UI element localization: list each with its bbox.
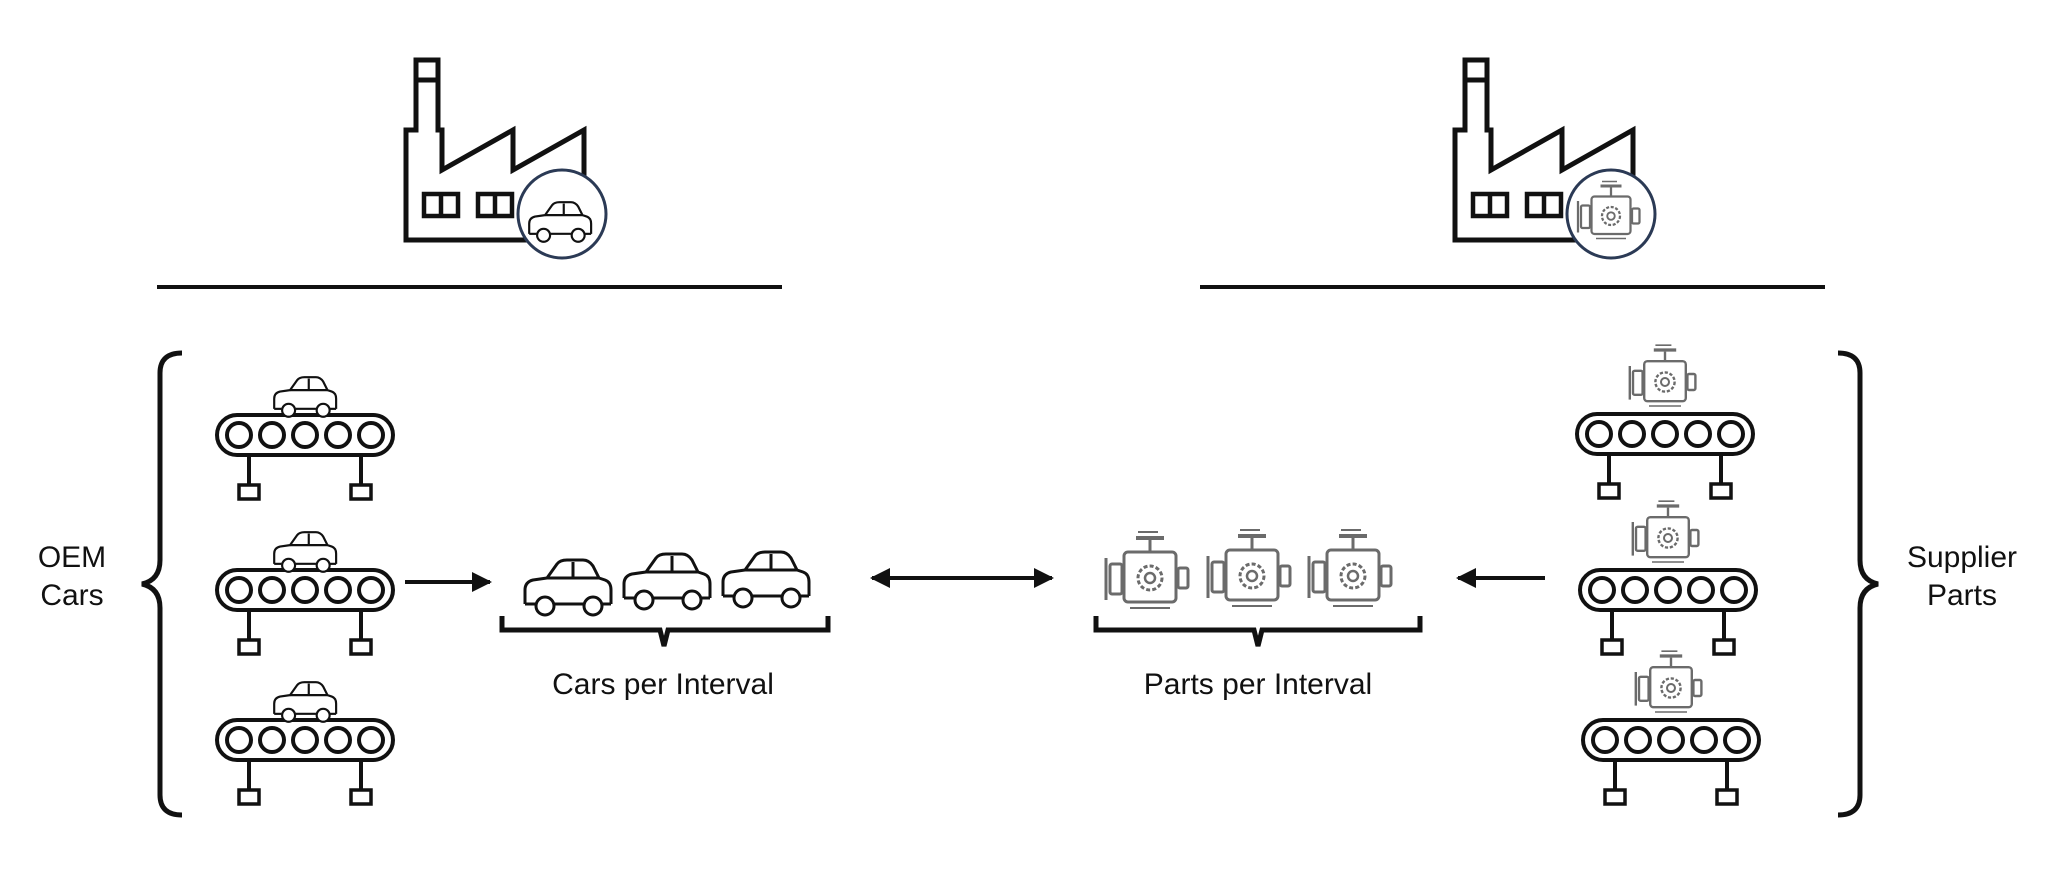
- car-icon: [622, 552, 712, 611]
- supplier-label-line2: Parts: [1927, 579, 1997, 612]
- oem-label-line2: Cars: [40, 579, 103, 612]
- cars-group: [523, 550, 811, 617]
- engine-icon: [1628, 343, 1698, 408]
- engine-icon: [1307, 528, 1393, 608]
- supplier-conveyor-2: [1578, 499, 1758, 656]
- car-icon: [273, 681, 338, 723]
- supplier-factory-icon: [1455, 60, 1657, 260]
- supplier-conveyor-1: [1575, 343, 1755, 500]
- oem-factory-icon: [406, 60, 608, 260]
- supplier-conveyor-3: [1581, 649, 1761, 806]
- parts-bracket: [1093, 616, 1423, 647]
- engine-icon: [1634, 649, 1704, 714]
- car-icon: [273, 531, 338, 573]
- parts-per-interval-label: Parts per Interval: [1144, 668, 1372, 701]
- supplier-label-line1: Supplier: [1907, 541, 2017, 574]
- oem-conveyor-2: [215, 531, 395, 656]
- engine-icon: [1104, 530, 1190, 610]
- engine-icon: [1206, 528, 1292, 608]
- car-icon: [273, 376, 338, 418]
- cars-bracket: [499, 616, 831, 647]
- oem-label-line1: OEM: [38, 541, 106, 574]
- parts-group: [1104, 528, 1393, 610]
- car-icon: [721, 550, 811, 609]
- cars-per-interval-label: Cars per Interval: [552, 668, 774, 701]
- car-icon: [523, 558, 613, 617]
- oem-bracket: [141, 350, 183, 818]
- oem-conveyor-1: [215, 376, 395, 501]
- supplier-bracket: [1837, 350, 1879, 818]
- oem-conveyor-3: [215, 681, 395, 806]
- engine-icon: [1631, 499, 1701, 564]
